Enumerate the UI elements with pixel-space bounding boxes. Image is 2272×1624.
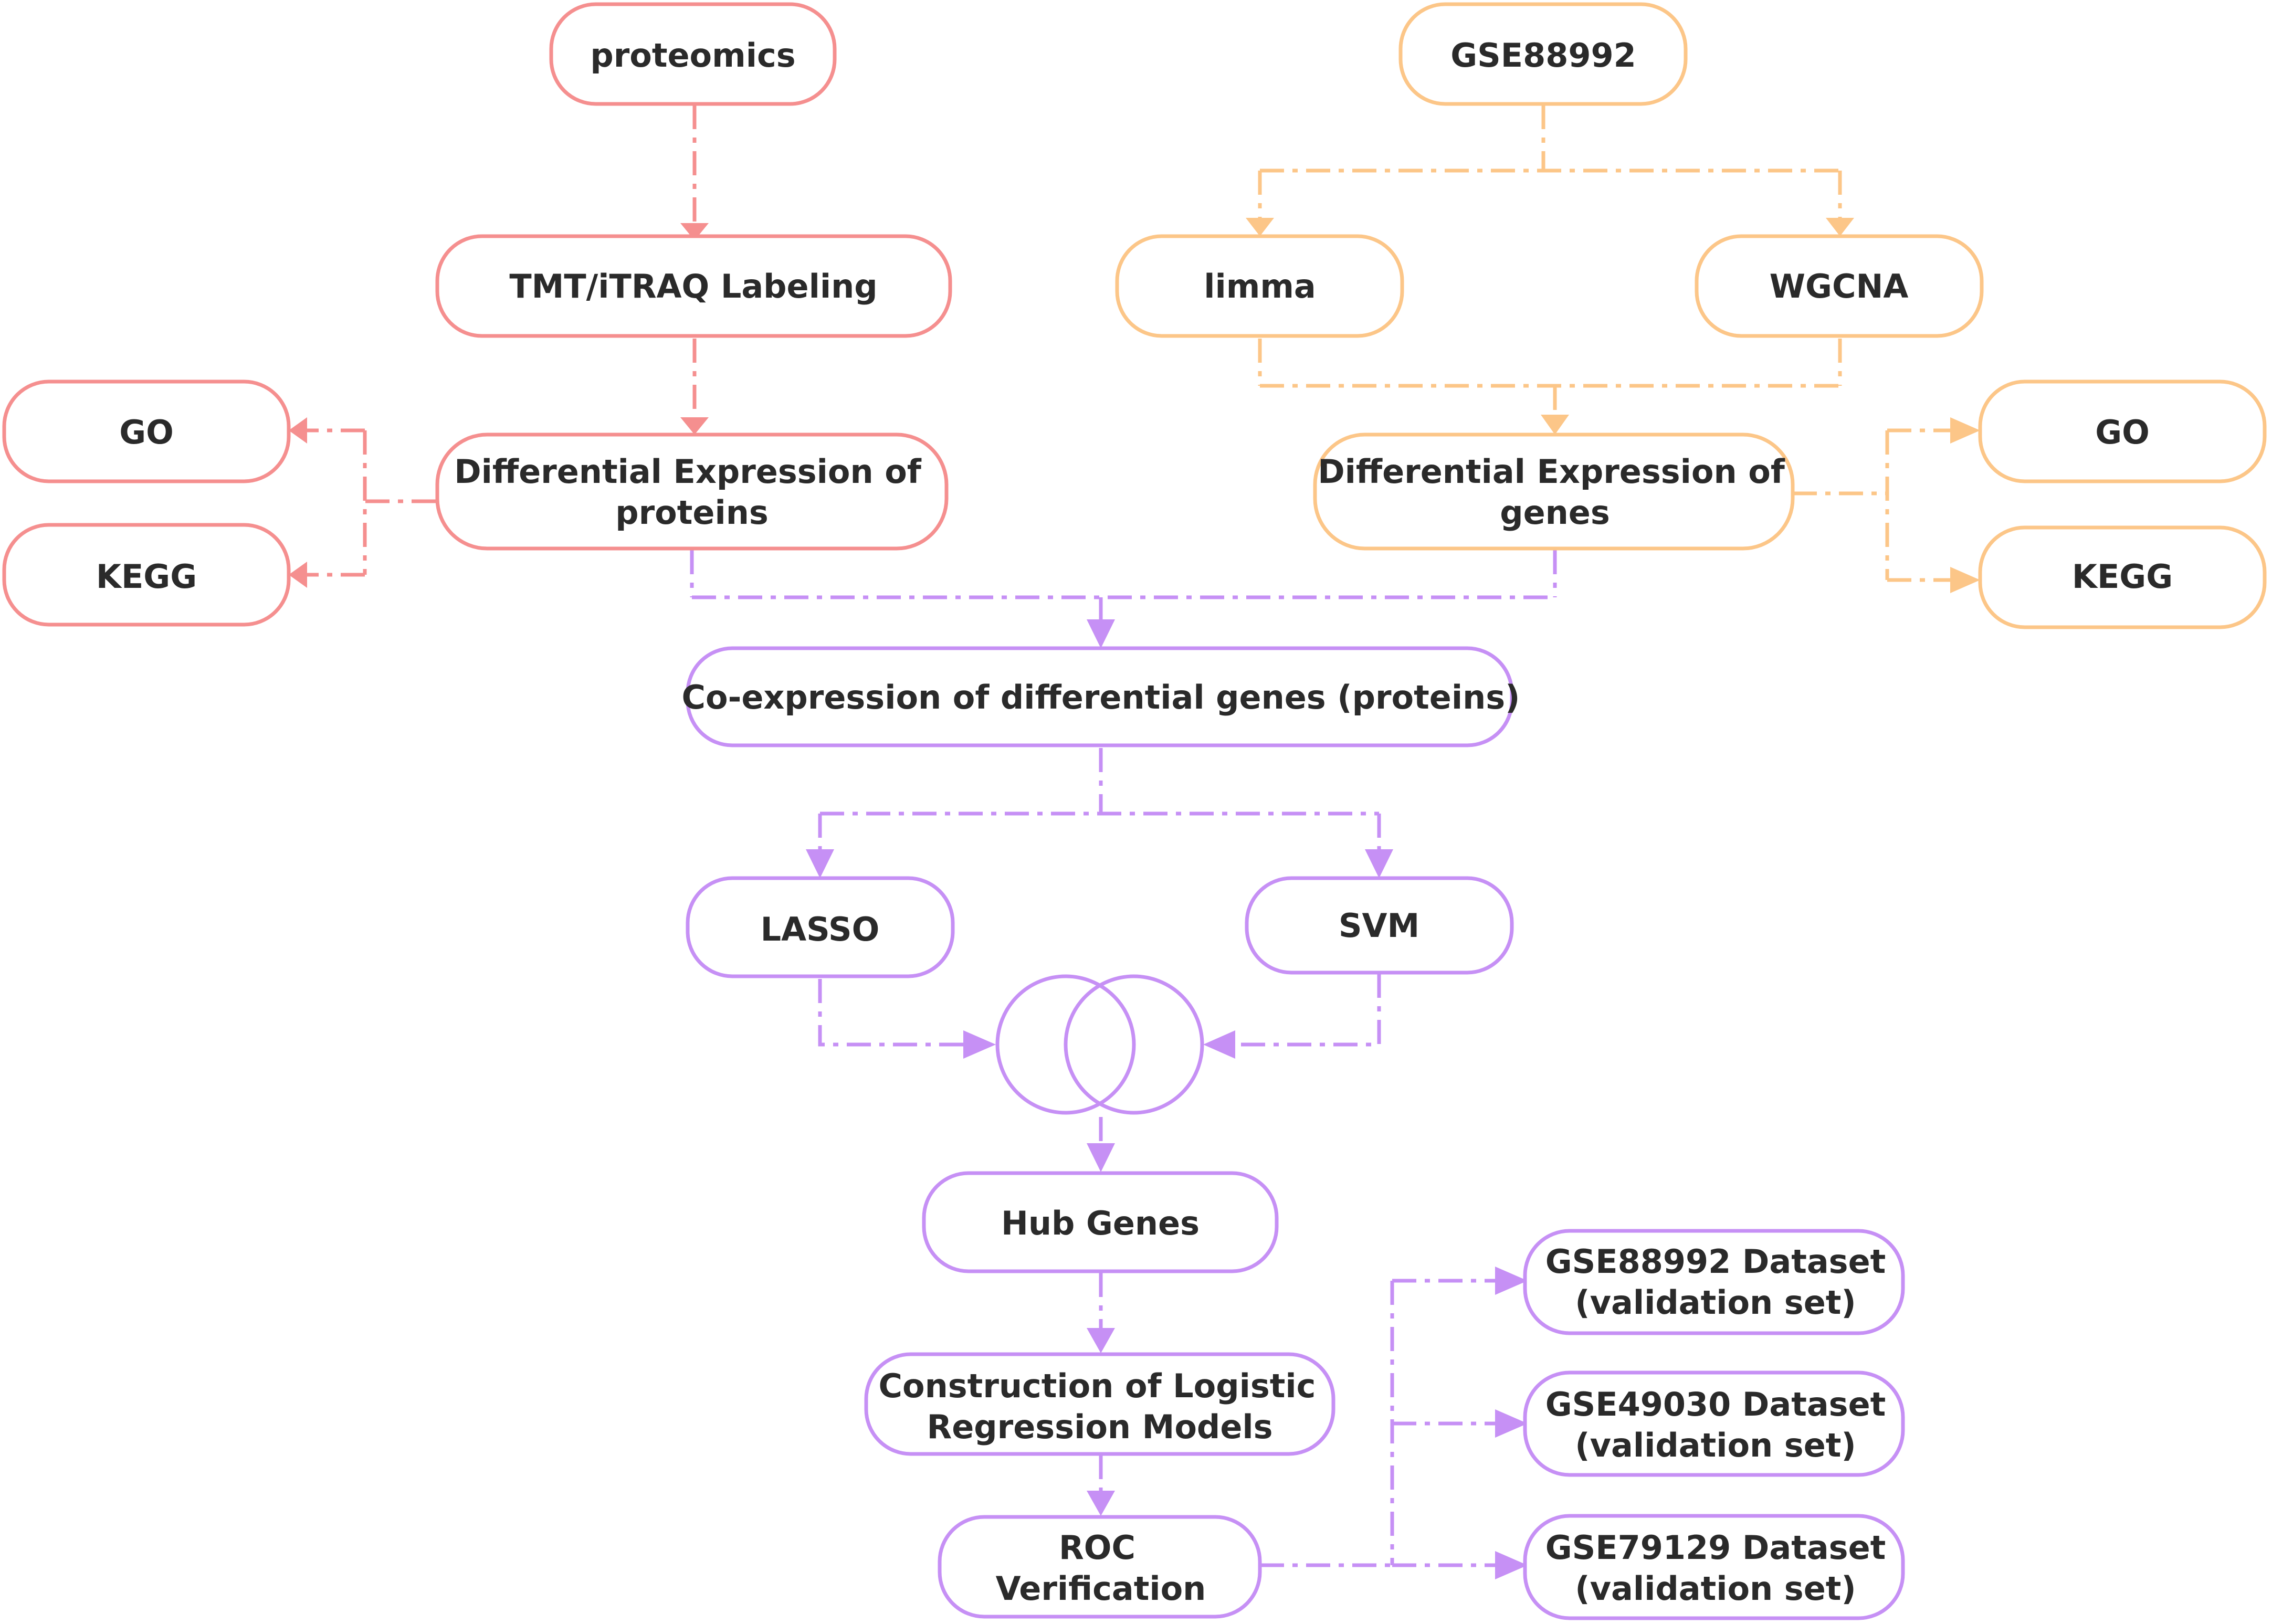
node-kegg-right-label: KEGG [2072, 557, 2173, 596]
node-diff-genes: Differential Expression of genes [1313, 433, 1795, 551]
arrowhead-roc [1087, 1491, 1115, 1516]
edge-diff-genes-to-go-kegg [1793, 428, 1953, 582]
arrowhead-go-left [289, 417, 307, 444]
edge-gse-to-limma-wgcna [1258, 105, 1842, 220]
arrowhead-diff-proteins [680, 417, 709, 435]
edges [289, 105, 1980, 1579]
node-go-right-label: GO [2095, 413, 2150, 451]
node-val-gse79129-line2: (validation set) [1575, 1569, 1856, 1608]
node-proteomics-label: proteomics [590, 36, 795, 75]
node-roc-verification: ROC Verification [938, 1515, 1262, 1619]
arrowhead-kegg-left [289, 562, 307, 588]
node-proteomics: proteomics [549, 2, 837, 106]
arrowhead-lasso [806, 849, 834, 878]
node-kegg-right: KEGG [1978, 525, 2267, 629]
node-lasso-label: LASSO [761, 910, 880, 948]
node-diff-proteins-line1: Differential Expression of [454, 452, 922, 491]
node-svm-label: SVM [1339, 906, 1419, 945]
arrowhead-go-right [1950, 417, 1980, 444]
node-val-gse49030-line1: GSE49030 Dataset [1545, 1385, 1886, 1423]
node-roc-line2: Verification [996, 1569, 1206, 1608]
node-kegg-left: KEGG [2, 523, 291, 627]
node-coexpression-label: Co-expression of differential genes (pro… [682, 678, 1520, 716]
arrowhead-kegg-right [1950, 567, 1980, 593]
node-lasso: LASSO [686, 876, 955, 978]
edge-lasso-svm-to-venn [818, 974, 1381, 1047]
node-logistic-regression: Construction of Logistic Regression Mode… [864, 1352, 1335, 1456]
arrowhead-val-49030 [1495, 1409, 1528, 1438]
node-go-left-label: GO [119, 413, 174, 451]
node-tmt-labeling: TMT/iTRAQ Labeling [435, 234, 952, 338]
node-diff-genes-line1: Differential Expression of [1318, 452, 1785, 491]
edge-diff-to-coexpression [690, 550, 1557, 627]
node-wgcna: WGCNA [1695, 234, 1984, 338]
arrowhead-wgcna [1826, 218, 1854, 236]
node-diff-proteins-line2: proteins [615, 493, 769, 532]
node-val-gse79129-line1: GSE79129 Dataset [1545, 1528, 1886, 1567]
node-gse88992-label: GSE88992 [1450, 36, 1636, 75]
node-val-gse49030-line2: (validation set) [1575, 1426, 1856, 1464]
venn-diagram-icon [995, 974, 1204, 1115]
node-tmt-labeling-label: TMT/iTRAQ Labeling [509, 267, 877, 305]
arrowhead-val-79129 [1495, 1551, 1528, 1579]
node-val-gse49030: GSE49030 Dataset (validation set) [1523, 1370, 1905, 1477]
node-val-gse79129: GSE79129 Dataset (validation set) [1523, 1514, 1905, 1620]
node-diff-genes-line2: genes [1500, 493, 1610, 532]
arrowhead-hub [1087, 1143, 1115, 1172]
edge-diff-proteins-to-go-kegg [304, 428, 436, 577]
node-kegg-left-label: KEGG [96, 557, 197, 596]
arrowhead-logistic [1087, 1328, 1115, 1353]
node-coexpression: Co-expression of differential genes (pro… [682, 646, 1520, 747]
node-wgcna-label: WGCNA [1770, 267, 1909, 305]
arrowhead-coexpression [1087, 619, 1115, 648]
node-limma-label: limma [1204, 267, 1316, 305]
arrowhead-diff-genes [1541, 415, 1569, 435]
node-val-gse88992-line1: GSE88992 Dataset [1545, 1242, 1886, 1281]
arrowhead-limma [1246, 218, 1274, 236]
arrowhead-svm [1365, 849, 1393, 878]
node-diff-proteins: Differential Expression of proteins [435, 433, 949, 551]
node-hub-genes-label: Hub Genes [1001, 1204, 1200, 1242]
arrowhead-tmt [680, 223, 709, 240]
node-hub-genes: Hub Genes [922, 1171, 1279, 1273]
arrowhead-venn-left [963, 1030, 996, 1059]
node-go-right: GO [1978, 379, 2267, 483]
edge-roc-to-validation [1260, 1279, 1501, 1567]
node-roc-line1: ROC [1059, 1528, 1135, 1567]
node-val-gse88992: GSE88992 Dataset (validation set) [1523, 1229, 1905, 1335]
node-limma: limma [1115, 234, 1404, 338]
edge-coexpression-to-lasso-svm [818, 748, 1381, 856]
edge-limma-wgcna-to-diff-genes [1258, 339, 1842, 417]
node-go-left: GO [2, 379, 291, 483]
node-val-gse88992-line2: (validation set) [1575, 1283, 1856, 1322]
node-logistic-line2: Regression Models [927, 1408, 1272, 1446]
arrowhead-val-88992 [1495, 1267, 1528, 1295]
arrowhead-venn-right [1203, 1030, 1235, 1059]
node-logistic-line1: Construction of Logistic [879, 1367, 1316, 1405]
node-gse88992: GSE88992 [1398, 2, 1688, 106]
node-svm: SVM [1245, 876, 1514, 975]
